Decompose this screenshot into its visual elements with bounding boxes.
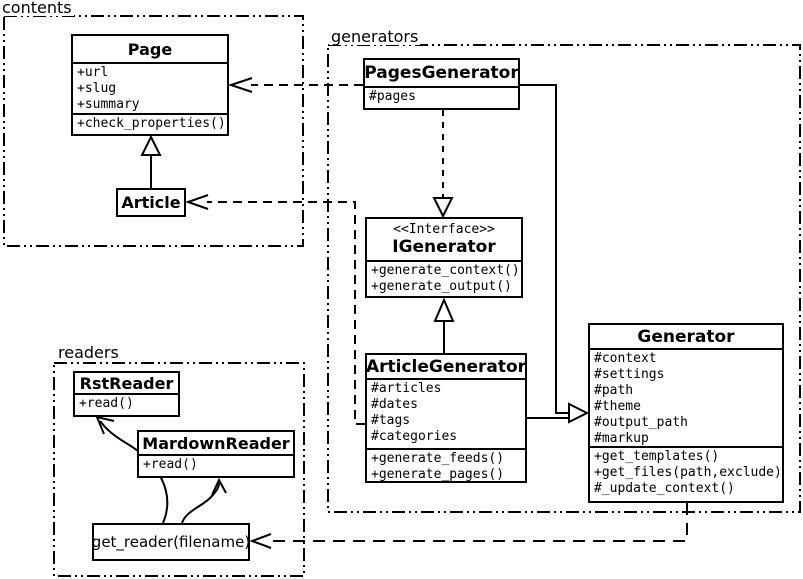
method: +generate_pages(): [371, 467, 505, 481]
package-label-readers: readers: [56, 343, 121, 362]
attribute: +slug: [77, 81, 117, 96]
attribute: +url: [77, 65, 109, 80]
attribute: #markup: [594, 431, 649, 446]
class-title: Article: [121, 193, 181, 212]
method: #_update_context(): [594, 481, 735, 496]
methods-compartment: +read(): [139, 456, 293, 476]
attribute: #theme: [594, 399, 641, 414]
class-title: Page: [73, 36, 227, 64]
methods-compartment: +generate_context() +generate_output(): [367, 262, 521, 296]
attributes-compartment: #pages: [365, 88, 518, 108]
methods-compartment: +read(): [75, 395, 178, 415]
class-mardownreader: MardownReader +read(): [137, 430, 295, 478]
attributes-compartment: #articles #dates #tags #categories: [367, 380, 525, 450]
class-generator: Generator #context #settings #path #them…: [588, 323, 784, 503]
stereotype-label: <<Interface>>: [393, 222, 495, 237]
package-label-contents: contents: [0, 0, 74, 17]
attribute: #output_path: [594, 415, 688, 430]
attribute: #context: [594, 351, 657, 366]
method: +read(): [79, 396, 134, 411]
methods-compartment: +check_properties(): [73, 115, 227, 134]
attribute: #path: [594, 383, 634, 398]
realization-pagesgenerator-to-igenerator: [432, 110, 454, 219]
inheritance-articlegenerator-to-igenerator: [433, 297, 455, 353]
method: +read(): [143, 457, 198, 472]
method: +get_files(path,exclude): [594, 465, 782, 480]
attribute: #tags: [371, 413, 411, 428]
method: +check_properties(): [77, 116, 226, 131]
class-page: Page +url +slug +summary +check_properti…: [71, 34, 229, 136]
dependency-articlegenerator-to-article: [184, 194, 365, 425]
package-border-readers: [53, 362, 305, 577]
methods-compartment: +get_templates() +get_files(path,exclude…: [590, 448, 782, 501]
package-label-generators: generators: [329, 27, 421, 46]
class-title: RstReader: [75, 373, 178, 395]
arrow-get-reader-to-rstreader: [95, 415, 169, 524]
methods-compartment: +generate_feeds() +generate_pages(): [367, 450, 525, 481]
method: +get_templates(): [594, 449, 720, 464]
class-articlegenerator: ArticleGenerator #articles #dates #tags …: [365, 353, 527, 483]
class-title: PagesGenerator: [364, 60, 519, 88]
attributes-compartment: +url +slug +summary: [73, 64, 227, 115]
attribute: #dates: [371, 397, 418, 412]
function-get-reader: get_reader(filename): [92, 523, 250, 561]
interface-igenerator: <<Interface>> IGenerator +generate_conte…: [365, 217, 523, 298]
package-border-contents: [3, 15, 304, 247]
class-rstreader: RstReader +read(): [73, 371, 180, 417]
class-title: MardownReader: [139, 432, 293, 456]
attributes-compartment: #context #settings #path #theme #output_…: [590, 350, 782, 448]
class-pagesgenerator: PagesGenerator #pages: [363, 58, 520, 110]
inheritance-generators-to-generator: [520, 84, 590, 424]
arrow-get-reader-to-mardownreader: [181, 477, 227, 524]
class-title: ArticleGenerator: [366, 355, 526, 380]
attribute: #settings: [594, 367, 665, 382]
attribute: #articles: [371, 381, 442, 396]
attribute: #pages: [369, 89, 416, 104]
attribute: +summary: [77, 97, 140, 112]
dependency-pagesgenerator-to-page: [227, 77, 363, 93]
attribute: #categories: [371, 429, 458, 444]
inheritance-article-to-page: [140, 134, 162, 188]
class-article: Article: [116, 188, 186, 217]
package-border-generators: [327, 44, 801, 513]
class-title: IGenerator: [392, 237, 496, 257]
method: +generate_feeds(): [371, 451, 505, 466]
class-title: Generator: [590, 325, 782, 350]
method: +generate_output(): [371, 279, 512, 295]
method: +generate_context(): [371, 263, 520, 279]
interface-header: <<Interface>> IGenerator: [367, 219, 521, 263]
dependency-generator-to-get-reader: [249, 503, 688, 549]
